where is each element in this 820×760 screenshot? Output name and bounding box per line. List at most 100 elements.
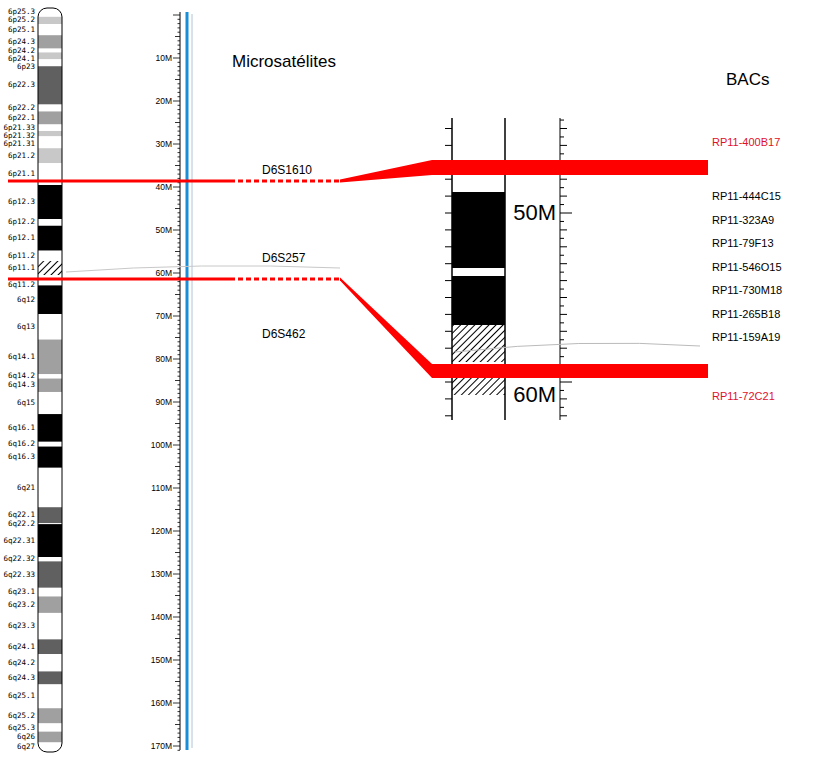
ruler-tick — [178, 70, 181, 71]
ruler-tick — [173, 58, 180, 59]
zoom-ruler-tick — [560, 263, 567, 264]
column-header: Microsatélites — [232, 52, 336, 72]
chromosome-band — [38, 49, 62, 53]
chromosome-band — [38, 468, 62, 507]
ruler-tick — [178, 290, 181, 291]
band-label: 6p23 — [17, 63, 35, 71]
chromosome-band — [38, 340, 62, 375]
ruler-tick — [178, 586, 181, 587]
zoom-ruler-tick — [560, 120, 564, 121]
zoom-tick — [445, 246, 452, 247]
zoom-ruler-tick — [560, 415, 567, 416]
ruler-tick — [178, 621, 181, 622]
ruler-tick — [178, 715, 181, 716]
ruler-tick — [178, 647, 181, 648]
band-label: 6q12 — [17, 296, 35, 304]
zoom-ruler-tick — [560, 305, 564, 306]
band-label: 6q24.2 — [8, 659, 35, 667]
band-label: 6q23.3 — [8, 622, 35, 630]
band-label: 6p22.1 — [8, 114, 35, 122]
ruler-ticks — [173, 15, 180, 750]
scale-label: 70M — [155, 312, 172, 320]
ruler-tick — [178, 328, 181, 329]
band-label: 6p12.1 — [8, 234, 35, 242]
guide-line — [455, 343, 700, 352]
ruler-tick — [173, 273, 180, 274]
band-label: 6p21.32 — [3, 132, 35, 140]
ruler-tick — [178, 40, 181, 41]
ruler-tick — [178, 298, 181, 299]
ruler-tick — [178, 178, 181, 179]
band-label: 6q16.1 — [8, 424, 35, 432]
zoom-ruler-tick — [560, 289, 564, 290]
ruler-tick — [173, 144, 180, 145]
ruler-tick — [178, 419, 181, 420]
ruler-tick — [178, 406, 181, 407]
ruler-tick — [178, 303, 181, 304]
ruler-tick — [173, 187, 180, 188]
zoom-ruler-tick — [560, 196, 567, 197]
ruler-tick — [178, 427, 181, 428]
band-label: 6q16.2 — [8, 440, 35, 448]
ruler-tick — [178, 535, 181, 536]
ruler-tick — [178, 414, 181, 415]
ruler-tick — [178, 221, 181, 222]
chromosome-band — [38, 557, 62, 561]
ruler-tick — [173, 316, 180, 317]
chromosome-band — [38, 24, 62, 35]
zoom-ruler-tick — [560, 280, 567, 281]
ruler-tick — [175, 509, 180, 510]
band-label: 6q22.32 — [3, 555, 35, 563]
zoom-ruler-tick — [560, 390, 564, 391]
ruler-tick — [173, 488, 180, 489]
zoom-ruler-tick — [560, 322, 564, 323]
ruler-tick — [178, 126, 181, 127]
scale-label: 50M — [513, 200, 556, 226]
ruler-tick — [178, 629, 181, 630]
chromosome-band — [38, 684, 62, 708]
ruler-tick — [178, 45, 181, 46]
zoom-ruler-tick — [560, 255, 564, 256]
zoom-tick — [445, 398, 452, 399]
band-label: 6q23.2 — [8, 601, 35, 609]
zoom-tick — [445, 213, 452, 214]
band-label: 6p12.3 — [8, 198, 35, 206]
coverage-bar — [186, 12, 189, 750]
ruler-tick — [178, 479, 181, 480]
ruler-tick — [178, 518, 181, 519]
chromosome-band — [38, 414, 62, 442]
zoom-ruler-tick — [560, 213, 572, 214]
ruler-tick — [178, 664, 181, 665]
ruler-tick — [178, 457, 181, 458]
ruler-tick — [175, 681, 180, 682]
ruler-tick — [178, 711, 181, 712]
chromosome-band — [38, 59, 62, 66]
ruler-tick — [178, 174, 181, 175]
ruler-tick — [178, 320, 181, 321]
ruler-tick — [178, 75, 181, 76]
ruler-tick — [178, 698, 181, 699]
ruler-tick — [178, 612, 181, 613]
ruler-tick — [178, 737, 181, 738]
band-label: 6p11.2 — [8, 252, 35, 260]
scale-label: 160M — [151, 699, 172, 707]
ruler-tick — [173, 617, 180, 618]
chromosome-band — [38, 148, 62, 163]
ruler-tick — [178, 483, 181, 484]
ruler-tick — [178, 505, 181, 506]
ruler-tick — [178, 741, 181, 742]
ruler-tick — [178, 565, 181, 566]
ruler-tick — [175, 79, 180, 80]
chromosome-band — [38, 561, 62, 587]
band-label: 6q24.3 — [8, 674, 35, 682]
chromosome-band — [38, 314, 62, 340]
ruler-tick — [175, 294, 180, 295]
zoom-tick — [445, 314, 452, 315]
chromosome-band — [38, 111, 62, 124]
bac-clone: RP11-444C15 — [712, 190, 781, 203]
ruler-tick — [178, 604, 181, 605]
ruler-tick — [178, 350, 181, 351]
ruler-tick — [175, 165, 180, 166]
ruler-tick — [178, 62, 181, 63]
band-label: 6p11.1 — [8, 264, 35, 272]
